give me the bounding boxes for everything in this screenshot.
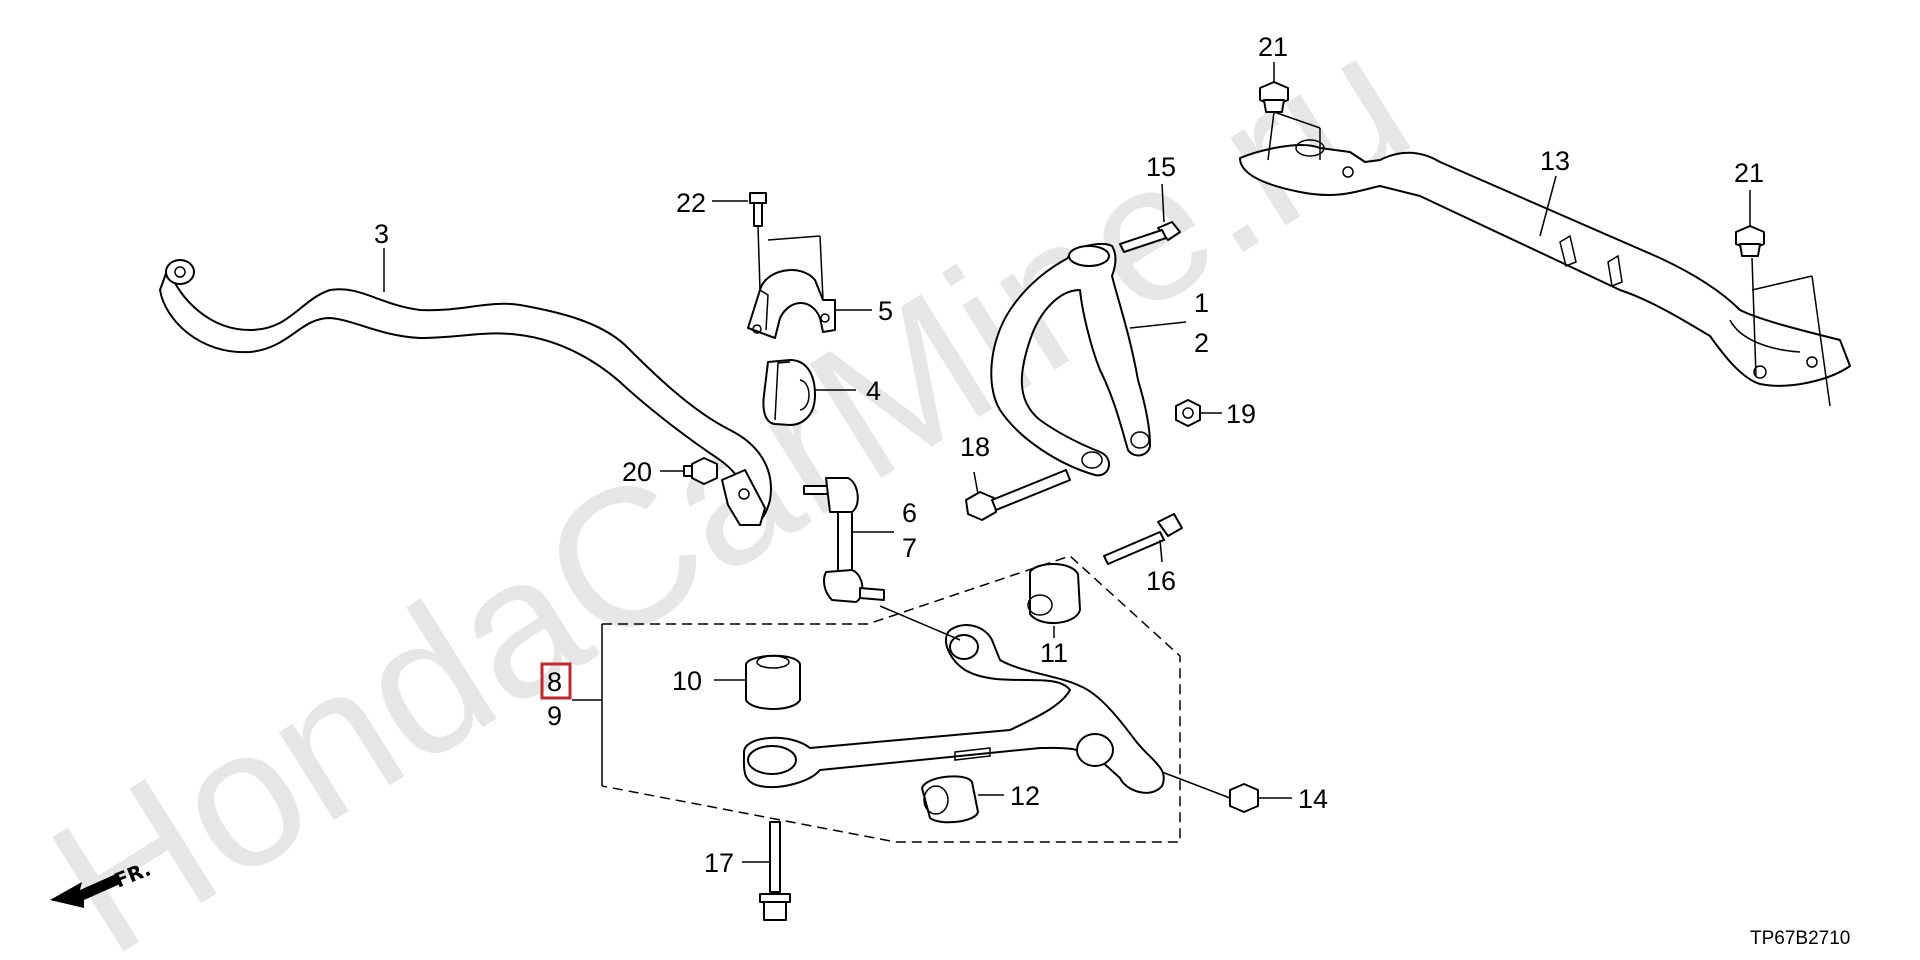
bolt-17[interactable] [759,821,791,921]
knuckle-1-2[interactable] [990,242,1151,477]
callout-15[interactable]: 15 [1146,152,1176,182]
callout-10[interactable]: 10 [672,666,702,696]
bushing-11[interactable] [1027,563,1081,625]
callout-19[interactable]: 19 [1226,399,1256,429]
callout-11[interactable]: 11 [1040,638,1068,668]
callout-21-left[interactable]: 21 [1258,32,1288,62]
assembly-outline-8-9 [601,555,1181,843]
callout-5[interactable]: 5 [878,296,893,326]
callout-8[interactable]: 8 [547,667,562,697]
stabilizer-bar[interactable] [159,259,772,526]
bolt-16[interactable] [1103,513,1183,565]
bolt-22[interactable] [749,192,767,227]
link-leader-7-to-arm [879,605,961,641]
front-arrow-icon [50,874,120,908]
lower-arm-8-9[interactable] [742,624,1165,794]
nut-21-right[interactable] [1735,225,1765,257]
callout-21-right[interactable]: 21 [1734,158,1764,188]
highlight-box-8 [540,662,572,700]
callout-12[interactable]: 12 [1010,781,1040,811]
nut-20[interactable] [683,457,718,485]
nut-19[interactable] [1175,399,1201,427]
callout-7[interactable]: 7 [902,533,917,563]
bolt-18[interactable] [965,469,1071,521]
callouts: 1 2 3 4 5 6 7 8 9 10 11 12 13 14 15 16 1… [374,32,1764,878]
stabilizer-link-6-7[interactable] [803,477,885,603]
nut-14[interactable] [1229,783,1259,813]
callout-2[interactable]: 2 [1194,328,1209,358]
subframe-13[interactable] [1239,139,1851,387]
stabilizer-holder-5[interactable] [747,269,836,339]
callout-22[interactable]: 22 [676,188,706,218]
diagram-code: TP67B2710 [1750,928,1850,949]
bolt-15[interactable] [1119,221,1181,253]
leader-lines [383,62,1831,863]
callout-20[interactable]: 20 [622,457,652,487]
callout-4[interactable]: 4 [866,376,881,406]
callout-9[interactable]: 9 [547,701,562,731]
callout-16[interactable]: 16 [1146,566,1176,596]
callout-18[interactable]: 18 [960,432,990,462]
callout-17[interactable]: 17 [704,848,734,878]
callout-1[interactable]: 1 [1194,288,1209,318]
bushing-10[interactable] [745,654,801,710]
callout-14[interactable]: 14 [1298,784,1328,814]
callout-3[interactable]: 3 [374,219,389,249]
callout-13[interactable]: 13 [1540,146,1570,176]
bushing-12[interactable] [921,775,979,824]
callout-6[interactable]: 6 [902,498,917,528]
stabilizer-bushing-4[interactable] [762,359,816,426]
